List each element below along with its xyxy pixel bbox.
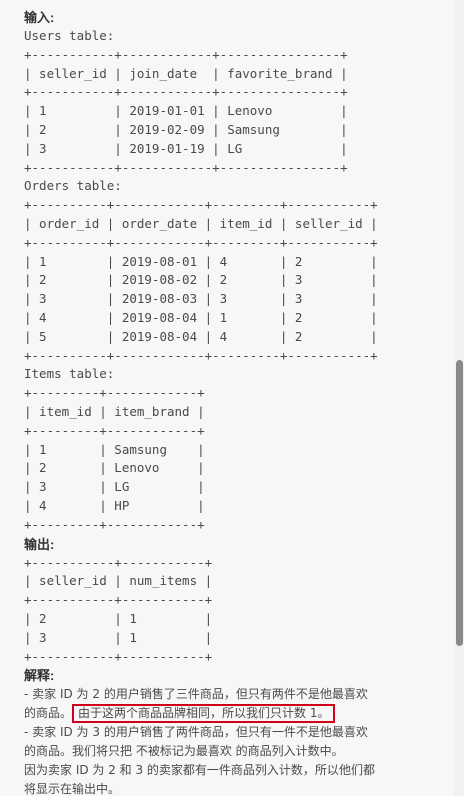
- explanation-line: - 卖家 ID 为 2 的用户销售了三件商品，但只有两件不是他最喜欢: [24, 687, 368, 702]
- output-table-row: | 2 | 1 |: [24, 610, 213, 626]
- explanation-line: 的商品。由于这两个商品品牌相同，所以我们只计数 1。: [24, 704, 454, 724]
- orders-table-border: +----------+------------+---------+-----…: [24, 197, 378, 213]
- orders-table-row: | 2 | 2019-08-02 | 2 | 3 |: [24, 272, 378, 288]
- orders-table-border: +----------+------------+---------+-----…: [24, 234, 378, 250]
- items-table-border: +---------+------------+: [24, 422, 205, 438]
- explanation-line: 的商品。我们将只把 不被标记为最喜欢 的商品列入计数中。: [24, 744, 344, 759]
- input-heading: 输入:: [24, 10, 55, 25]
- users-table-border: +-----------+------------+--------------…: [24, 46, 348, 62]
- items-table-border: +---------+------------+: [24, 516, 205, 532]
- users-table-border: +-----------+------------+--------------…: [24, 159, 348, 175]
- users-table-row: | 3 | 2019-01-19 | LG |: [24, 140, 348, 156]
- explanation-text: 的商品。: [24, 706, 73, 721]
- users-table-caption: Users table:: [24, 28, 115, 43]
- output-table-header: | seller_id | num_items |: [24, 573, 213, 589]
- orders-table-row: | 5 | 2019-08-04 | 4 | 2 |: [24, 328, 378, 344]
- users-table-border: +-----------+------------+--------------…: [24, 84, 348, 100]
- orders-table-row: | 1 | 2019-08-01 | 4 | 2 |: [24, 253, 378, 269]
- problem-description-panel: 输入: Users table: +-----------+----------…: [24, 8, 454, 796]
- explanation-heading: 解释:: [24, 668, 55, 684]
- items-table-row: | 3 | LG |: [24, 479, 205, 495]
- explanation-line: 将显示在输出中。: [24, 782, 121, 796]
- explanation-line: 因为卖家 ID 为 2 和 3 的卖家都有一件商品列入计数，所以他们都: [24, 763, 375, 778]
- explanation-line: - 卖家 ID 为 3 的用户销售了两件商品，但只有一件不是他最喜欢: [24, 725, 368, 740]
- items-table-border: +---------+------------+: [24, 385, 205, 401]
- example-content: 输入: Users table: +-----------+----------…: [24, 8, 454, 796]
- orders-table-row: | 4 | 2019-08-04 | 1 | 2 |: [24, 309, 378, 325]
- items-table-header: | item_id | item_brand |: [24, 403, 205, 419]
- items-table-row: | 2 | Lenovo |: [24, 460, 205, 476]
- output-table-row: | 3 | 1 |: [24, 629, 213, 645]
- output-table-border: +-----------+-----------+: [24, 554, 213, 570]
- output-table-border: +-----------+-----------+: [24, 592, 213, 608]
- orders-table-header: | order_id | order_date | item_id | sell…: [24, 215, 378, 231]
- users-table-row: | 1 | 2019-01-01 | Lenovo |: [24, 103, 348, 119]
- highlighted-note: 由于这两个商品品牌相同，所以我们只计数 1。: [72, 704, 336, 724]
- users-table-header: | seller_id | join_date | favorite_brand…: [24, 65, 348, 81]
- orders-table-border: +----------+------------+---------+-----…: [24, 347, 378, 363]
- orders-table-row: | 3 | 2019-08-03 | 3 | 3 |: [24, 291, 378, 307]
- orders-table-caption: Orders table:: [24, 178, 122, 194]
- items-table-row: | 4 | HP |: [24, 497, 205, 513]
- output-heading: 输出:: [24, 536, 55, 552]
- scrollbar-thumb[interactable]: [456, 360, 463, 646]
- items-table-caption: Items table:: [24, 366, 115, 382]
- items-table-row: | 1 | Samsung |: [24, 441, 205, 457]
- users-table-row: | 2 | 2019-02-09 | Samsung |: [24, 121, 348, 137]
- output-table-border: +-----------+-----------+: [24, 648, 213, 664]
